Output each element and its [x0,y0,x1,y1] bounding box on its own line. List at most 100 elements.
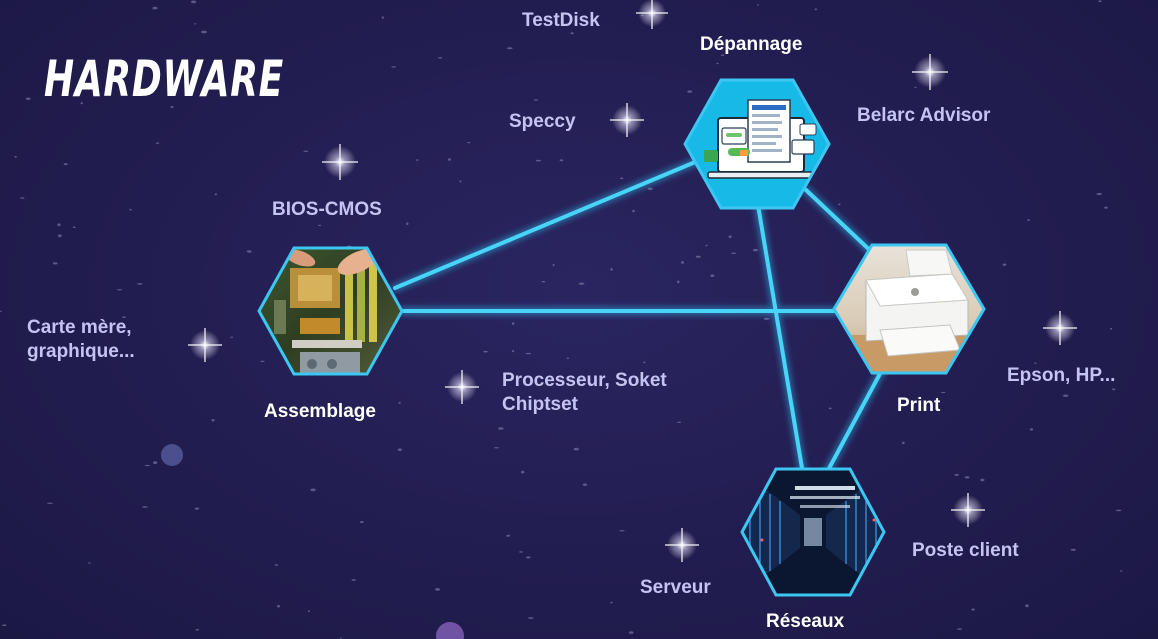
dust-speck [528,617,534,619]
dust-speck [52,262,58,265]
label-bios-cmos: BIOS-CMOS [272,199,382,220]
dust-speck [1115,509,1122,512]
dust-speck [1111,388,1116,391]
dust-speck [716,62,719,65]
dust-speck [438,57,443,59]
dust-speck [80,102,83,105]
label-carte-mere-line1: Carte mère, [27,317,132,338]
dust-speck [57,223,61,227]
dust-speck [582,483,588,486]
dust-speck [415,159,419,161]
dust-speck [677,421,682,423]
dust-speck [521,470,525,474]
dust-speck [552,263,555,267]
label-serveur: Serveur [640,577,711,598]
node-label-reseaux: Réseaux [766,611,845,632]
dust-speck [1098,0,1102,3]
label-epson-hp: Epson, HP... [1007,365,1116,386]
dust-speck [610,601,613,604]
dust-speck [307,610,310,613]
dust-speck [526,556,531,559]
dust-speck [1070,548,1076,551]
label-carte-mere-line2: graphique... [27,341,135,362]
dust-speck [578,282,585,285]
dust-speck [406,222,409,225]
dust-speck [1110,327,1113,330]
dust-speck [359,521,364,523]
dust-speck [201,30,207,34]
hexagon-reseaux [740,467,886,597]
dust-speck [525,352,532,355]
dust-speck [195,629,200,631]
dust-speck [632,209,635,213]
dust-speck [277,605,280,608]
dust-speck [398,401,401,404]
dust-speck [152,6,158,10]
page-title: HARDWARE [44,50,284,108]
dust-speck [628,631,634,634]
dust-speck [25,97,31,100]
dust-speck [1063,394,1069,397]
dust-speck [1096,192,1102,196]
dust-speck [573,447,579,451]
dust-speck [136,283,143,285]
dust-speck [535,159,542,162]
hexagon-depannage [683,78,831,210]
dust-speck [756,4,759,6]
dust-speck [63,163,68,166]
dust-speck [1002,263,1007,266]
dust-speck [720,54,725,56]
dust-speck [1025,604,1029,608]
dust-speck [964,476,970,479]
dust-speck [814,8,818,11]
dust-speck [31,359,37,362]
dust-speck [318,224,322,227]
label-processeur-line2: Chiptset [502,394,578,415]
dust-speck [1034,362,1037,364]
label-speccy: Speccy [509,111,576,132]
dust-speck [0,310,3,312]
dust-speck [351,579,356,581]
dust-speck [541,281,546,283]
dust-speck [194,507,199,510]
dust-speck [680,261,685,264]
node-label-print: Print [897,395,941,416]
dust-speck [710,274,715,278]
dust-speck [58,234,62,238]
dust-speck [214,193,217,196]
dust-speck [620,177,624,180]
dust-speck [391,66,397,68]
dust-speck [144,464,151,467]
dust-speck [303,150,309,152]
dust-speck [695,255,701,258]
dust-speck [211,419,215,422]
dust-speck [559,159,564,162]
dust-speck [512,349,515,353]
dust-speck [142,506,148,508]
label-testdisk: TestDisk [522,10,600,31]
dust-speck [483,350,488,353]
dust-speck [153,461,158,464]
dust-speck [838,203,841,206]
dust-speck [647,187,653,190]
dust-speck [914,86,917,88]
dust-speck [1104,206,1108,209]
dust-speck [194,23,197,25]
label-carte-mere: Carte mère, graphique... [27,316,135,364]
dust-speck [941,391,946,394]
dust-speck [122,316,126,319]
hexagon-assemblage [257,246,404,376]
dust-speck [512,322,515,325]
dust-speck [381,16,384,19]
dust-speck [88,562,91,564]
dust-speck [170,106,174,108]
dust-speck [971,608,975,611]
dust-speck [566,357,570,360]
label-poste-client: Poste client [912,540,1019,561]
dust-speck [494,447,500,449]
dust-speck [687,90,693,93]
dust-speck [1027,219,1031,221]
dust-speck [731,252,737,254]
label-belarc-advisor: Belarc Advisor [857,105,991,126]
